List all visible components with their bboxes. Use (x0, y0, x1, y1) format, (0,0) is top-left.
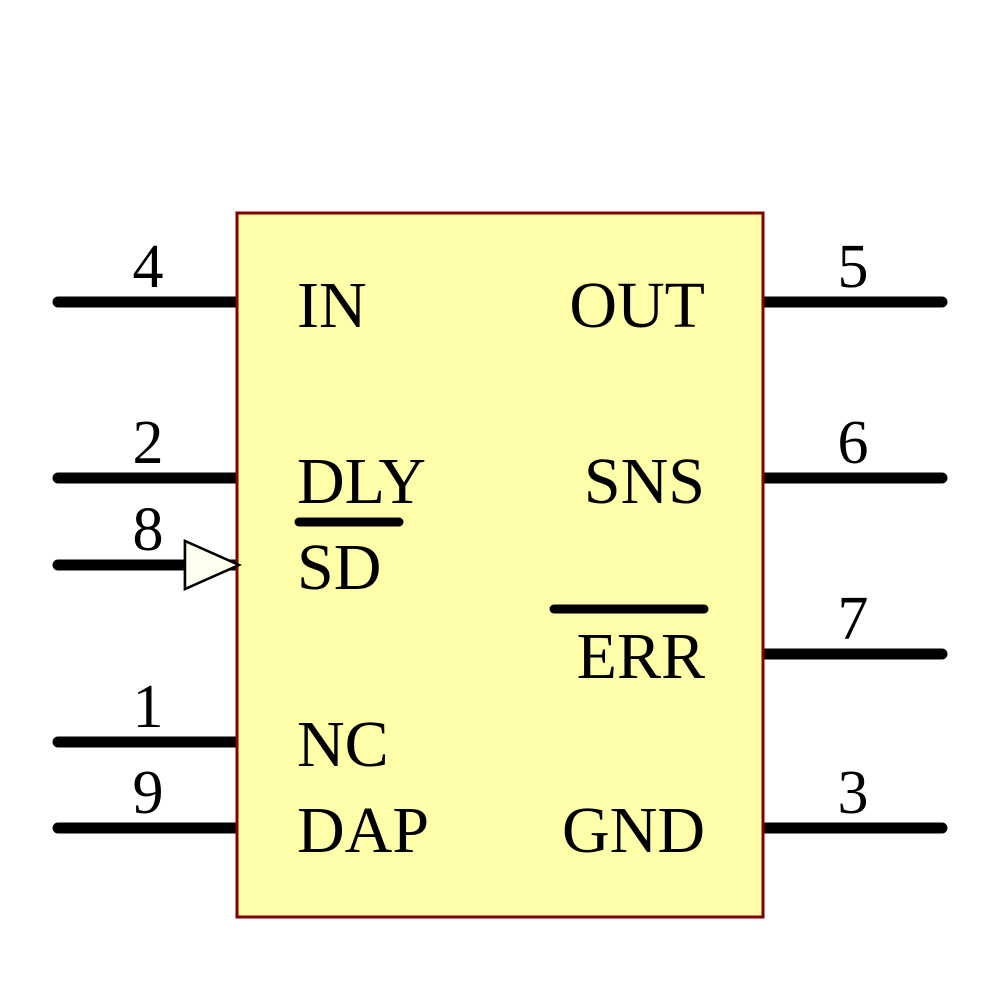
port-label-sd-top: SD (297, 531, 381, 604)
pin-3-number: 3 (838, 759, 869, 827)
pin-1-number: 1 (133, 673, 164, 741)
port-label-in-top: IN (297, 269, 367, 342)
pin-4-number: 4 (133, 233, 164, 301)
port-label-err-top: ERR (577, 620, 705, 693)
port-label-gnd-top: GND (562, 794, 705, 867)
port-label-out-top: OUT (569, 269, 705, 342)
pin-8-number: 8 (133, 496, 164, 564)
port-label-dly-top: DLY (297, 445, 426, 518)
port-label-layer: IN DLY SD NC DAP OUT SNS ERR GND (294, 269, 709, 867)
pin-5-number: 5 (838, 233, 869, 301)
pin-8-input-arrow-icon-top (183, 539, 243, 591)
pin-2-number: 2 (133, 409, 164, 477)
pin-7-number: 7 (838, 585, 869, 653)
pin-9-number: 9 (133, 759, 164, 827)
port-label-sns-top: SNS (584, 445, 705, 518)
port-label-dap-top: DAP (297, 794, 429, 867)
port-label-nc-top: NC (297, 708, 389, 781)
pin-6-number: 6 (838, 409, 869, 477)
